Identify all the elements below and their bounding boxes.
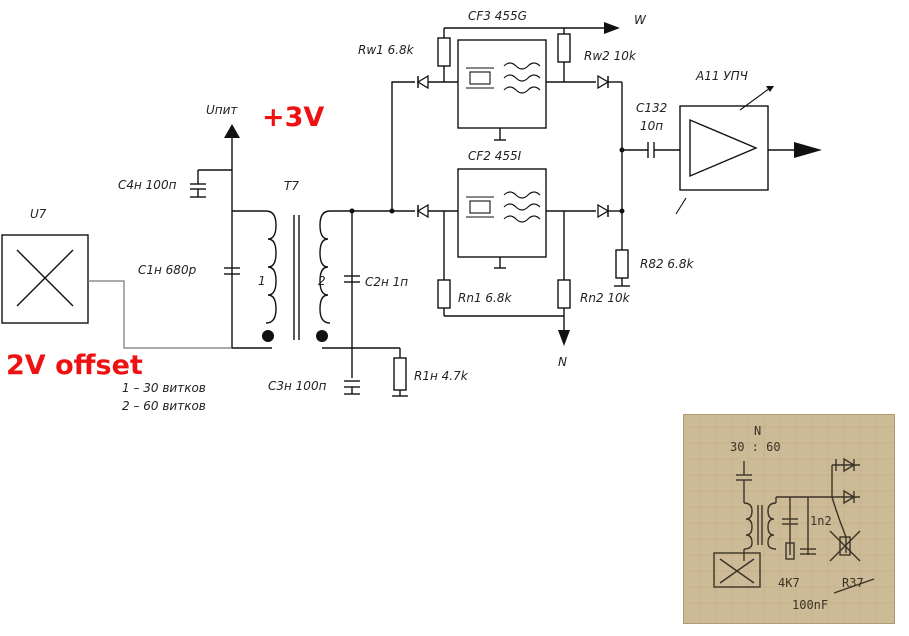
sketch-r37: R37 bbox=[842, 576, 864, 590]
capacitor-c132 bbox=[622, 142, 680, 158]
mixer-u7: U7 bbox=[1, 207, 89, 324]
c2n-label: C2н 1п bbox=[365, 275, 408, 289]
rn1-label: Rn1 6.8k bbox=[458, 291, 512, 305]
c1n-label: C1н 680р bbox=[138, 263, 197, 277]
c132-value: 10п bbox=[640, 119, 663, 133]
n-arrow bbox=[558, 330, 570, 346]
plus-3v-annotation: +3V bbox=[262, 102, 324, 133]
cf2-label: CF2 455I bbox=[468, 149, 522, 163]
wide-branch-wire bbox=[391, 81, 415, 211]
t7-label: T7 bbox=[284, 179, 299, 193]
sketch-res-4k7: 4K7 bbox=[778, 576, 800, 590]
resistor-rw1 bbox=[437, 28, 451, 82]
w-arrow bbox=[604, 22, 620, 34]
transformer-t7 bbox=[232, 210, 331, 349]
c132-label: C132 bbox=[636, 101, 667, 115]
resistor-rn2 bbox=[557, 211, 571, 316]
r1n-label: R1н 4.7k bbox=[414, 369, 469, 383]
capacitor-c1n bbox=[224, 267, 240, 275]
rn2-label: Rn2 10k bbox=[580, 291, 631, 305]
resistor-rn1 bbox=[437, 211, 451, 316]
sketch-ratio: 30 : 60 bbox=[730, 440, 781, 454]
c4n-label: C4н 100п bbox=[118, 178, 177, 192]
mixer-output-wire bbox=[88, 280, 232, 349]
supply-arrow bbox=[224, 124, 240, 138]
filter-cf3 bbox=[457, 39, 547, 141]
cf3-label: CF3 455G bbox=[468, 9, 527, 23]
diode-n-in bbox=[417, 204, 429, 218]
diode-n-out bbox=[597, 204, 609, 218]
sketch-cap-1n2: 1n2 bbox=[810, 514, 832, 528]
resistor-r1n bbox=[392, 348, 408, 397]
u7-label: U7 bbox=[30, 207, 47, 221]
sketch-drawing: N 30 : 60 1n2 4K7 100nF R37 bbox=[684, 415, 894, 623]
handdrawn-sketch-photo: N 30 : 60 1n2 4K7 100nF R37 bbox=[683, 414, 895, 624]
supply-label: Uпит bbox=[206, 103, 238, 117]
capacitor-c3n bbox=[344, 380, 360, 395]
winding-2-label: 2 bbox=[318, 274, 326, 288]
rw1-label: Rw1 6.8k bbox=[358, 43, 415, 57]
capacitor-c2n bbox=[344, 275, 360, 283]
diode-w-out bbox=[597, 75, 609, 89]
winding-1-label: 1 bbox=[258, 274, 266, 288]
c3n-label: C3н 100п bbox=[268, 379, 327, 393]
w-label: W bbox=[634, 13, 647, 27]
resistor-r82 bbox=[614, 249, 630, 287]
amplifier-a11 bbox=[675, 86, 774, 215]
offset-annotation: 2V offset bbox=[6, 350, 143, 381]
capacitor-c4n bbox=[190, 169, 232, 198]
rw2-label: Rw2 10k bbox=[584, 49, 637, 63]
r82-label: R82 6.8k bbox=[640, 257, 695, 271]
output-arrow bbox=[794, 142, 822, 158]
sketch-cap-100nf: 100nF bbox=[792, 598, 828, 612]
resistor-rw2 bbox=[557, 28, 571, 82]
a11-label: A11 УПЧ bbox=[695, 69, 748, 83]
sketch-n-label: N bbox=[754, 424, 761, 438]
n-label: N bbox=[558, 355, 567, 369]
diode-w-in bbox=[417, 75, 429, 89]
turns-2-note: 2 – 60 витков bbox=[122, 399, 206, 413]
filter-cf2 bbox=[457, 168, 547, 269]
turns-1-note: 1 – 30 витков bbox=[122, 381, 206, 395]
